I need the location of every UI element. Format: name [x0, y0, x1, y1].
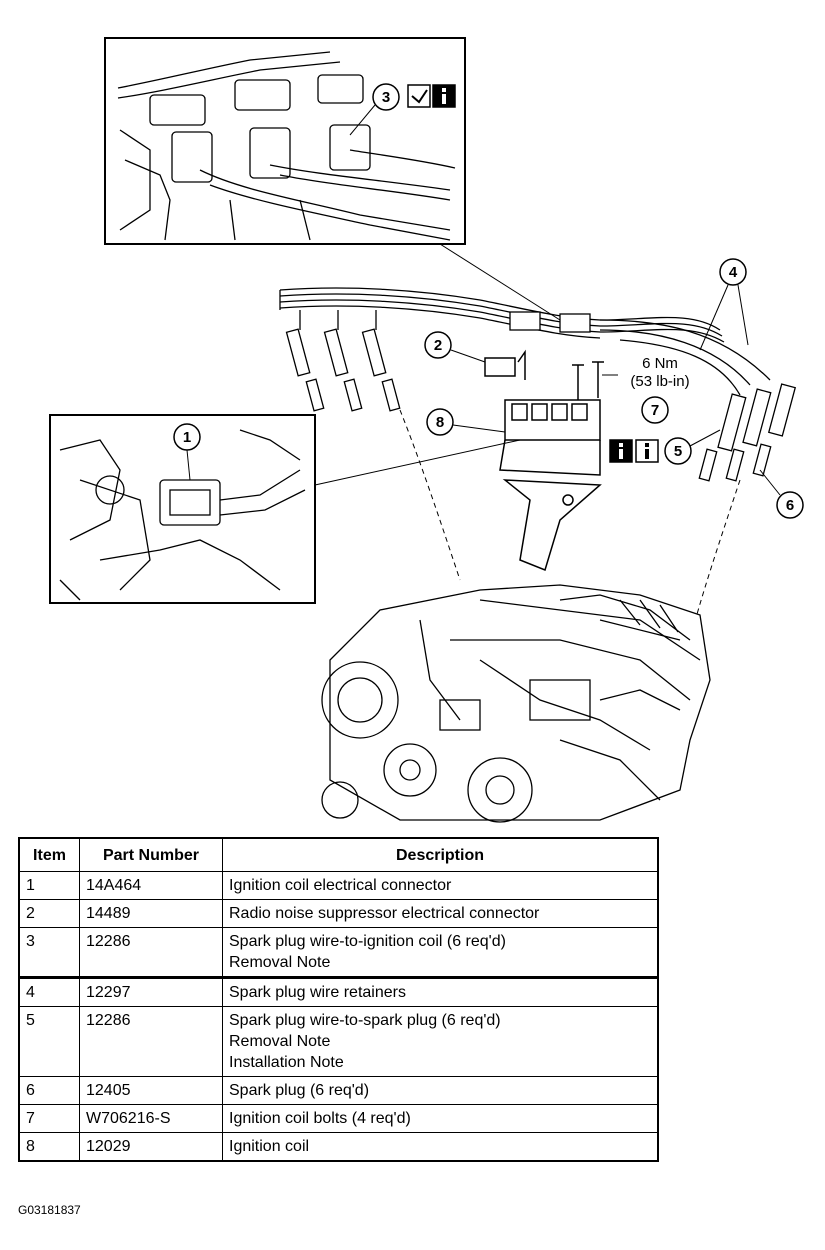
- header-item: Item: [18, 837, 80, 872]
- part-cell: 12286: [79, 1006, 223, 1077]
- table-row: 2 14489 Radio noise suppressor electrica…: [18, 899, 659, 928]
- part-cell: 14489: [79, 899, 223, 928]
- part-cell: W706216-S: [79, 1104, 223, 1133]
- callout-2: 2: [434, 337, 442, 354]
- desc-line: Ignition coil bolts (4 req'd): [229, 1110, 411, 1127]
- callout-6: 6: [786, 497, 794, 514]
- table-row: 8 12029 Ignition coil: [18, 1132, 659, 1162]
- callout-5: 5: [674, 443, 682, 460]
- item-cell: 7: [18, 1104, 80, 1133]
- engine: [321, 584, 711, 823]
- part-cell: 12297: [79, 977, 223, 1007]
- wire-harness: [279, 287, 797, 482]
- item-cell: 5: [18, 1006, 80, 1077]
- desc-cell: Ignition coil bolts (4 req'd): [222, 1104, 659, 1133]
- removal-note-link: Removal Note: [229, 954, 331, 971]
- callout-1: 1: [183, 429, 191, 446]
- item-cell: 8: [18, 1132, 80, 1162]
- table-row: 5 12286 Spark plug wire-to-spark plug (6…: [18, 1006, 659, 1077]
- desc-cell: Ignition coil electrical connector: [222, 871, 659, 900]
- desc-cell: Ignition coil: [222, 1132, 659, 1162]
- table-row: 1 14A464 Ignition coil electrical connec…: [18, 871, 659, 900]
- header-part-number: Part Number: [79, 837, 223, 872]
- ignition-coil: [499, 399, 602, 572]
- callout-3: 3: [382, 89, 390, 106]
- figure-code: G03181837: [18, 1203, 81, 1217]
- part-cell: 12286: [79, 927, 223, 979]
- desc-line: Spark plug wire retainers: [229, 984, 406, 1001]
- table-row: 4 12297 Spark plug wire retainers: [18, 977, 659, 1007]
- desc-cell: Spark plug wire-to-spark plug (6 req'd) …: [222, 1006, 659, 1077]
- table-header-row: Item Part Number Description: [18, 837, 659, 872]
- removal-note-link: Removal Note: [229, 1033, 331, 1050]
- table-row: 6 12405 Spark plug (6 req'd): [18, 1076, 659, 1105]
- desc-line: Spark plug wire-to-ignition coil (6 req'…: [229, 933, 506, 950]
- desc-cell: Radio noise suppressor electrical connec…: [222, 899, 659, 928]
- header-description: Description: [222, 837, 659, 872]
- item-cell: 6: [18, 1076, 80, 1105]
- item-cell: 4: [18, 977, 80, 1007]
- exploded-diagram: 3 4: [49, 37, 804, 823]
- desc-line: Spark plug wire-to-spark plug (6 req'd): [229, 1012, 501, 1029]
- callout-4: 4: [729, 264, 738, 281]
- top-inset: 3: [104, 37, 466, 245]
- radio-suppressor: [484, 357, 516, 377]
- part-cell: 12029: [79, 1132, 223, 1162]
- parts-table: Item Part Number Description 1 14A464 Ig…: [18, 837, 659, 1162]
- torque-imperial: (53 lb-in): [630, 373, 689, 390]
- desc-line: Radio noise suppressor electrical connec…: [229, 905, 540, 922]
- note-icon: [411, 89, 428, 104]
- part-cell: 12405: [79, 1076, 223, 1105]
- item-cell: 1: [18, 871, 80, 900]
- torque-metric: 6 Nm: [642, 355, 678, 372]
- desc-line: Ignition coil: [229, 1138, 310, 1155]
- table-row: 3 12286 Spark plug wire-to-ignition coil…: [18, 927, 659, 979]
- item-cell: 3: [18, 927, 80, 979]
- left-inset: 1: [49, 414, 316, 604]
- item-cell: 2: [18, 899, 80, 928]
- desc-cell: Spark plug wire retainers: [222, 977, 659, 1007]
- desc-line: Spark plug (6 req'd): [229, 1082, 370, 1099]
- part-cell: 14A464: [79, 871, 223, 900]
- callout-8: 8: [436, 414, 444, 431]
- desc-line: Ignition coil electrical connector: [229, 877, 452, 894]
- callout-7: 7: [651, 402, 659, 419]
- installation-note-link: Installation Note: [229, 1054, 344, 1071]
- table-row: 7 W706216-S Ignition coil bolts (4 req'd…: [18, 1104, 659, 1133]
- desc-cell: Spark plug wire-to-ignition coil (6 req'…: [222, 927, 659, 979]
- desc-cell: Spark plug (6 req'd): [222, 1076, 659, 1105]
